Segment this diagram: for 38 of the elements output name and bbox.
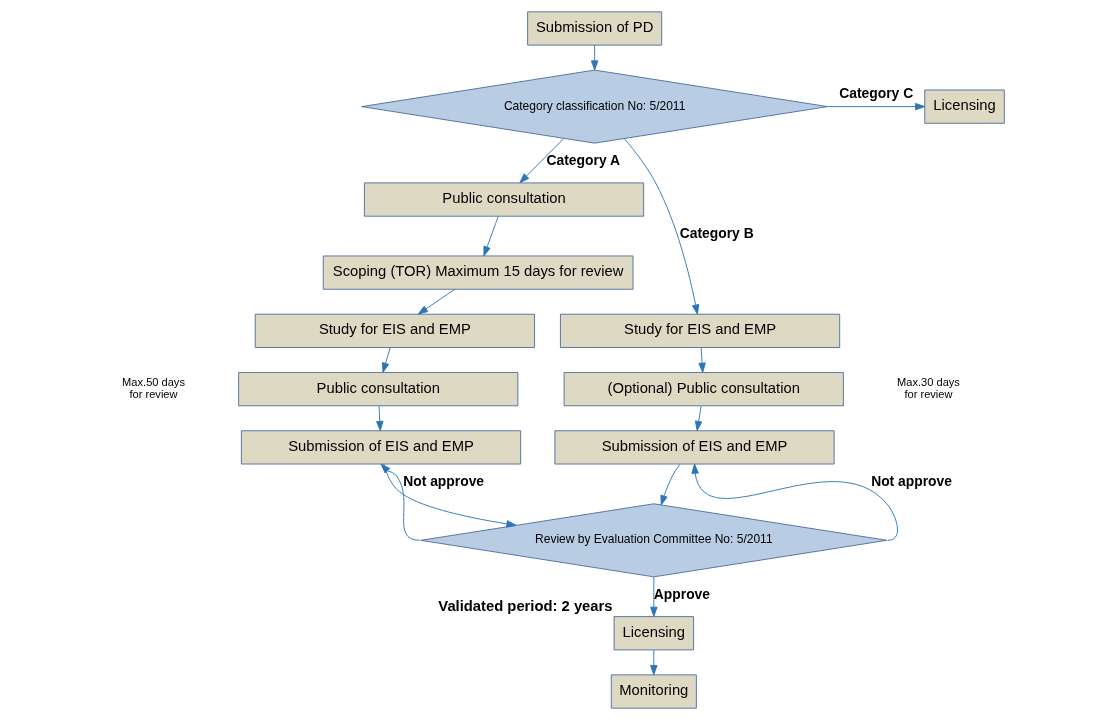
- node-diamond: Category classification No: 5/2011: [361, 69, 829, 144]
- node-box: Public consultation: [363, 182, 645, 217]
- node-diamond: Review by Evaluation Committee No: 5/2011: [420, 503, 888, 578]
- edge-label: Not approve: [871, 473, 952, 490]
- edge-label: Category A: [546, 152, 620, 169]
- label: Max.30 days for review: [897, 375, 960, 401]
- arrow: [623, 138, 700, 315]
- edge-label: Approve: [653, 586, 711, 603]
- label: Max.50 days for review: [122, 375, 185, 401]
- arrow: [380, 463, 421, 541]
- arrow: [383, 463, 517, 528]
- node-box: Licensing: [924, 89, 1005, 124]
- node-box: Study for EIS and EMP: [254, 313, 535, 348]
- arrow: [382, 347, 391, 373]
- arrow: [698, 347, 706, 373]
- arrow: [650, 576, 658, 617]
- edge-label: Category B: [679, 225, 754, 242]
- node-box: Public consultation: [238, 372, 519, 407]
- node-box: (Optional) Public consultation: [563, 372, 844, 407]
- node-box: Scoping (TOR) Maximum 15 days for review: [322, 255, 634, 290]
- edge-label: Not approve: [403, 473, 485, 490]
- arrow: [660, 463, 681, 506]
- node-label: Validated period: 2 years: [438, 597, 613, 614]
- node-box: Monitoring: [610, 674, 697, 709]
- node-box: Study for EIS and EMP: [559, 313, 841, 348]
- edge-label: Category C: [839, 85, 914, 102]
- node-box: Licensing: [613, 616, 695, 651]
- arrow: [417, 289, 455, 315]
- arrow: [519, 137, 565, 184]
- node-box: Submission of EIS and EMP: [240, 430, 522, 465]
- node-box: Submission of EIS and EMP: [554, 430, 835, 465]
- arrow: [483, 215, 499, 257]
- arrow: [694, 405, 703, 432]
- arrow: [376, 405, 384, 432]
- node-box: Submission of PD: [527, 11, 663, 46]
- arrow: [590, 44, 599, 71]
- arrow: [827, 102, 926, 111]
- arrow: [650, 649, 658, 676]
